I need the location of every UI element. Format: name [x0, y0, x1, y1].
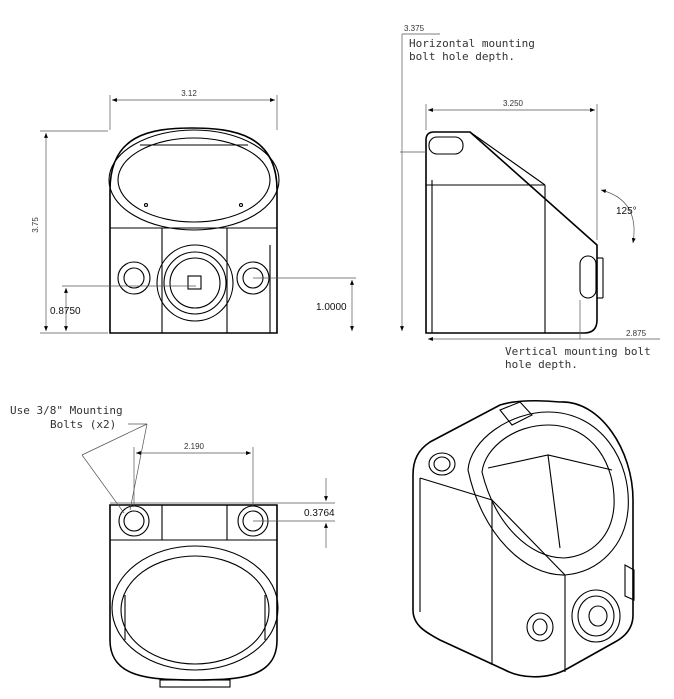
front-height-dim: 3.75: [31, 217, 40, 233]
front-view-window-inner: [117, 137, 271, 223]
side-vertical-hole: [579, 255, 597, 299]
side-view-body: [425, 131, 598, 334]
isometric-body-outline: [412, 399, 634, 678]
front-left-hole-outer: [117, 261, 151, 295]
side-top-note-line1: Horizontal mounting: [409, 37, 535, 50]
front-right-hole-height-dim: 1.0000: [316, 302, 347, 313]
side-angle-dim: 125°: [616, 206, 637, 217]
front-width-dim: 3.12: [181, 89, 197, 98]
isometric-side-port: [571, 589, 621, 643]
side-width-dim: 3.250: [503, 99, 524, 108]
bottom-view-window-inner: [120, 555, 270, 665]
front-view-window-outer: [108, 129, 280, 231]
bottom-view: Use 3/8" Mounting Bolts (x2) 2.190 0.376…: [10, 404, 335, 688]
isometric-side-hole: [526, 612, 554, 642]
front-center-port-inner: [169, 257, 221, 309]
front-left-hole-height-dim: 0.8750: [50, 306, 81, 317]
bottom-hole-spacing-dim: 2.190: [184, 442, 205, 451]
side-horizontal-hole: [428, 136, 464, 155]
isometric-view: [412, 399, 635, 678]
side-bottom-dim: 2.875: [626, 329, 647, 338]
front-view: 3.12 3.75 0.8750 1.0000: [31, 89, 356, 334]
side-bottom-note-line2: hole depth.: [505, 358, 578, 371]
bottom-note-line1: Use 3/8" Mounting: [10, 404, 123, 417]
bottom-hole-offset-dim: 0.3764: [304, 508, 335, 519]
front-view-body: [109, 127, 278, 334]
bottom-view-window-outer: [111, 545, 279, 671]
isometric-top-hole: [428, 452, 456, 476]
side-bottom-note-line1: Vertical mounting bolt: [505, 345, 651, 358]
isometric-window-outer: [467, 411, 629, 576]
side-top-dim: 3.375: [404, 24, 425, 33]
bottom-note-line2: Bolts (x2): [50, 418, 116, 431]
front-center-port-mid: [163, 251, 227, 315]
side-view: 3.375 Horizontal mounting bolt hole dept…: [400, 24, 660, 371]
isometric-window-inner: [481, 424, 615, 559]
front-center-port-key: [187, 275, 202, 290]
side-top-note-line2: bolt hole depth.: [409, 50, 515, 63]
front-center-port-outer: [156, 244, 234, 322]
